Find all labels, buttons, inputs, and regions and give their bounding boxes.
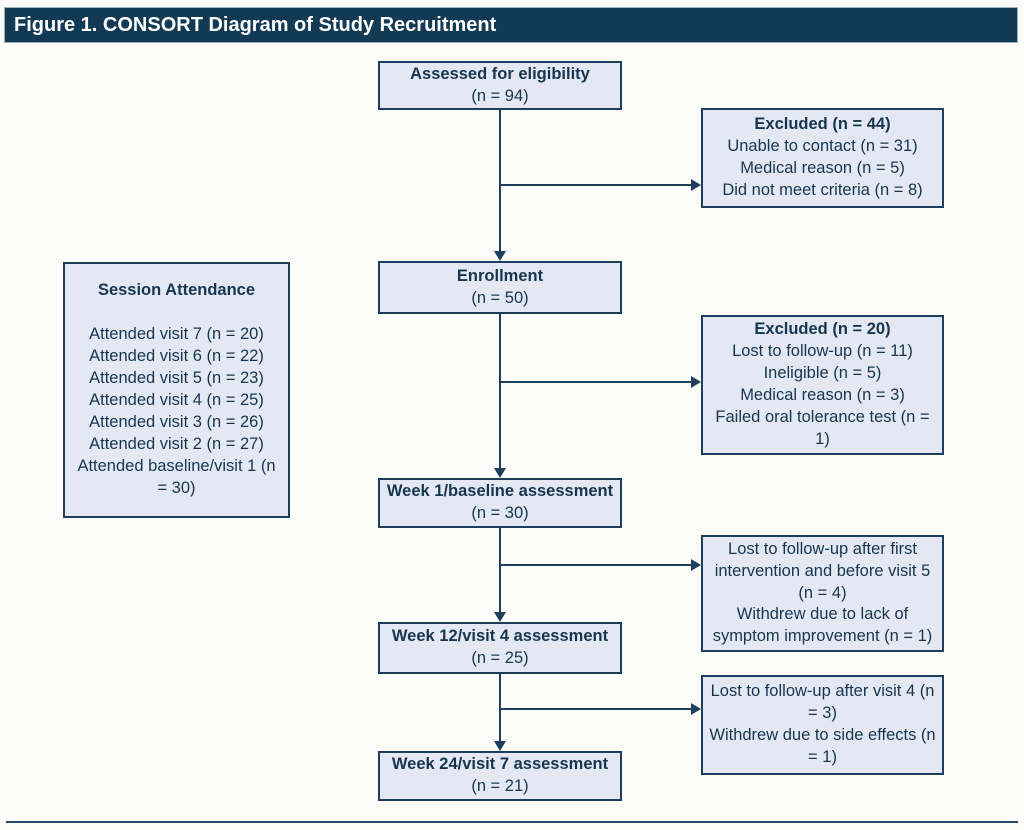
lost1-line: Withdrew due to lack of symptom improvem… [712, 605, 933, 646]
arrow-down-icon [494, 468, 506, 478]
assessed-title: Assessed for eligibility [410, 64, 590, 83]
excluded1-line: Medical reason (n = 5) [740, 159, 905, 177]
assessed-n: (n = 94) [471, 86, 529, 105]
arrow-down-icon [494, 251, 506, 261]
excluded1-box: Excluded (n = 44) Unable to contact (n =… [701, 108, 944, 208]
excluded1-title: Excluded (n = 44) [754, 115, 891, 134]
lost2-line: Withdrew due to side effects (n = 1) [709, 726, 936, 766]
week24-n: (n = 21) [471, 777, 529, 795]
branch-to-lost1 [500, 564, 691, 566]
excluded2-line: Medical reason (n = 3) [740, 386, 905, 404]
enrollment-box: Enrollment (n = 50) [378, 261, 622, 314]
week24-title: Week 24/visit 7 assessment [391, 755, 609, 774]
enrollment-title: Enrollment [456, 266, 544, 285]
arrow-right-icon [691, 559, 701, 571]
excluded2-box: Excluded (n = 20) Lost to follow-up (n =… [701, 315, 944, 455]
session-attendance-title: Session Attendance [97, 281, 256, 300]
bottom-divider [6, 821, 1018, 823]
week1-box: Week 1/baseline assessment (n = 30) [378, 478, 622, 528]
arrow-right-icon [691, 703, 701, 715]
excluded1-line: Unable to contact (n = 31) [727, 137, 918, 156]
session-line: Attended visit 3 (n = 26) [89, 412, 264, 431]
connector-week12-week24 [499, 674, 501, 741]
excluded2-line: Lost to follow-up (n = 11) [732, 342, 913, 361]
assessed-box: Assessed for eligibility (n = 94) [378, 61, 622, 110]
arrow-down-icon [494, 612, 506, 622]
enrollment-n: (n = 50) [471, 288, 529, 307]
session-attendance-box: Session Attendance Attended visit 7 (n =… [63, 262, 290, 518]
week12-box: Week 12/visit 4 assessment (n = 25) [378, 622, 622, 674]
figure-title: Figure 1. CONSORT Diagram of Study Recru… [4, 7, 1018, 43]
branch-to-excluded2 [500, 381, 691, 383]
session-line: Attended visit 2 (n = 27) [89, 434, 264, 453]
connector-assessed-enrollment [499, 110, 501, 251]
lost2-box: Lost to follow-up after visit 4 (n = 3) … [701, 675, 944, 775]
session-line: Attended baseline/visit 1 (n = 30) [77, 456, 276, 497]
session-line: Attended visit 6 (n = 22) [89, 347, 264, 366]
excluded2-title: Excluded (n = 20) [754, 320, 891, 339]
session-line: Attended visit 7 (n = 20) [89, 325, 264, 344]
session-line: Attended visit 4 (n = 25) [89, 391, 264, 410]
arrow-right-icon [691, 179, 701, 191]
branch-to-lost2 [500, 708, 691, 710]
lost1-box: Lost to follow-up after first interventi… [701, 535, 944, 652]
arrow-right-icon [691, 376, 701, 388]
excluded1-line: Did not meet criteria (n = 8) [722, 180, 923, 199]
week24-box: Week 24/visit 7 assessment (n = 21) [378, 751, 622, 801]
branch-to-excluded1 [500, 184, 691, 186]
connector-enrollment-week1 [499, 314, 501, 468]
excluded2-line: Failed oral tolerance test (n = 1) [715, 407, 930, 448]
week1-title: Week 1/baseline assessment [386, 482, 614, 501]
session-line: Attended visit 5 (n = 23) [89, 369, 264, 388]
lost1-line: Lost to follow-up after first interventi… [714, 539, 931, 602]
week12-n: (n = 25) [471, 649, 529, 667]
week12-title: Week 12/visit 4 assessment [391, 627, 609, 646]
arrow-down-icon [494, 741, 506, 751]
lost2-line: Lost to follow-up after visit 4 (n = 3) [710, 682, 935, 723]
week1-n: (n = 30) [471, 504, 529, 522]
connector-week1-week12 [499, 528, 501, 612]
spacer [71, 302, 282, 324]
excluded2-line: Ineligible (n = 5) [763, 364, 882, 383]
